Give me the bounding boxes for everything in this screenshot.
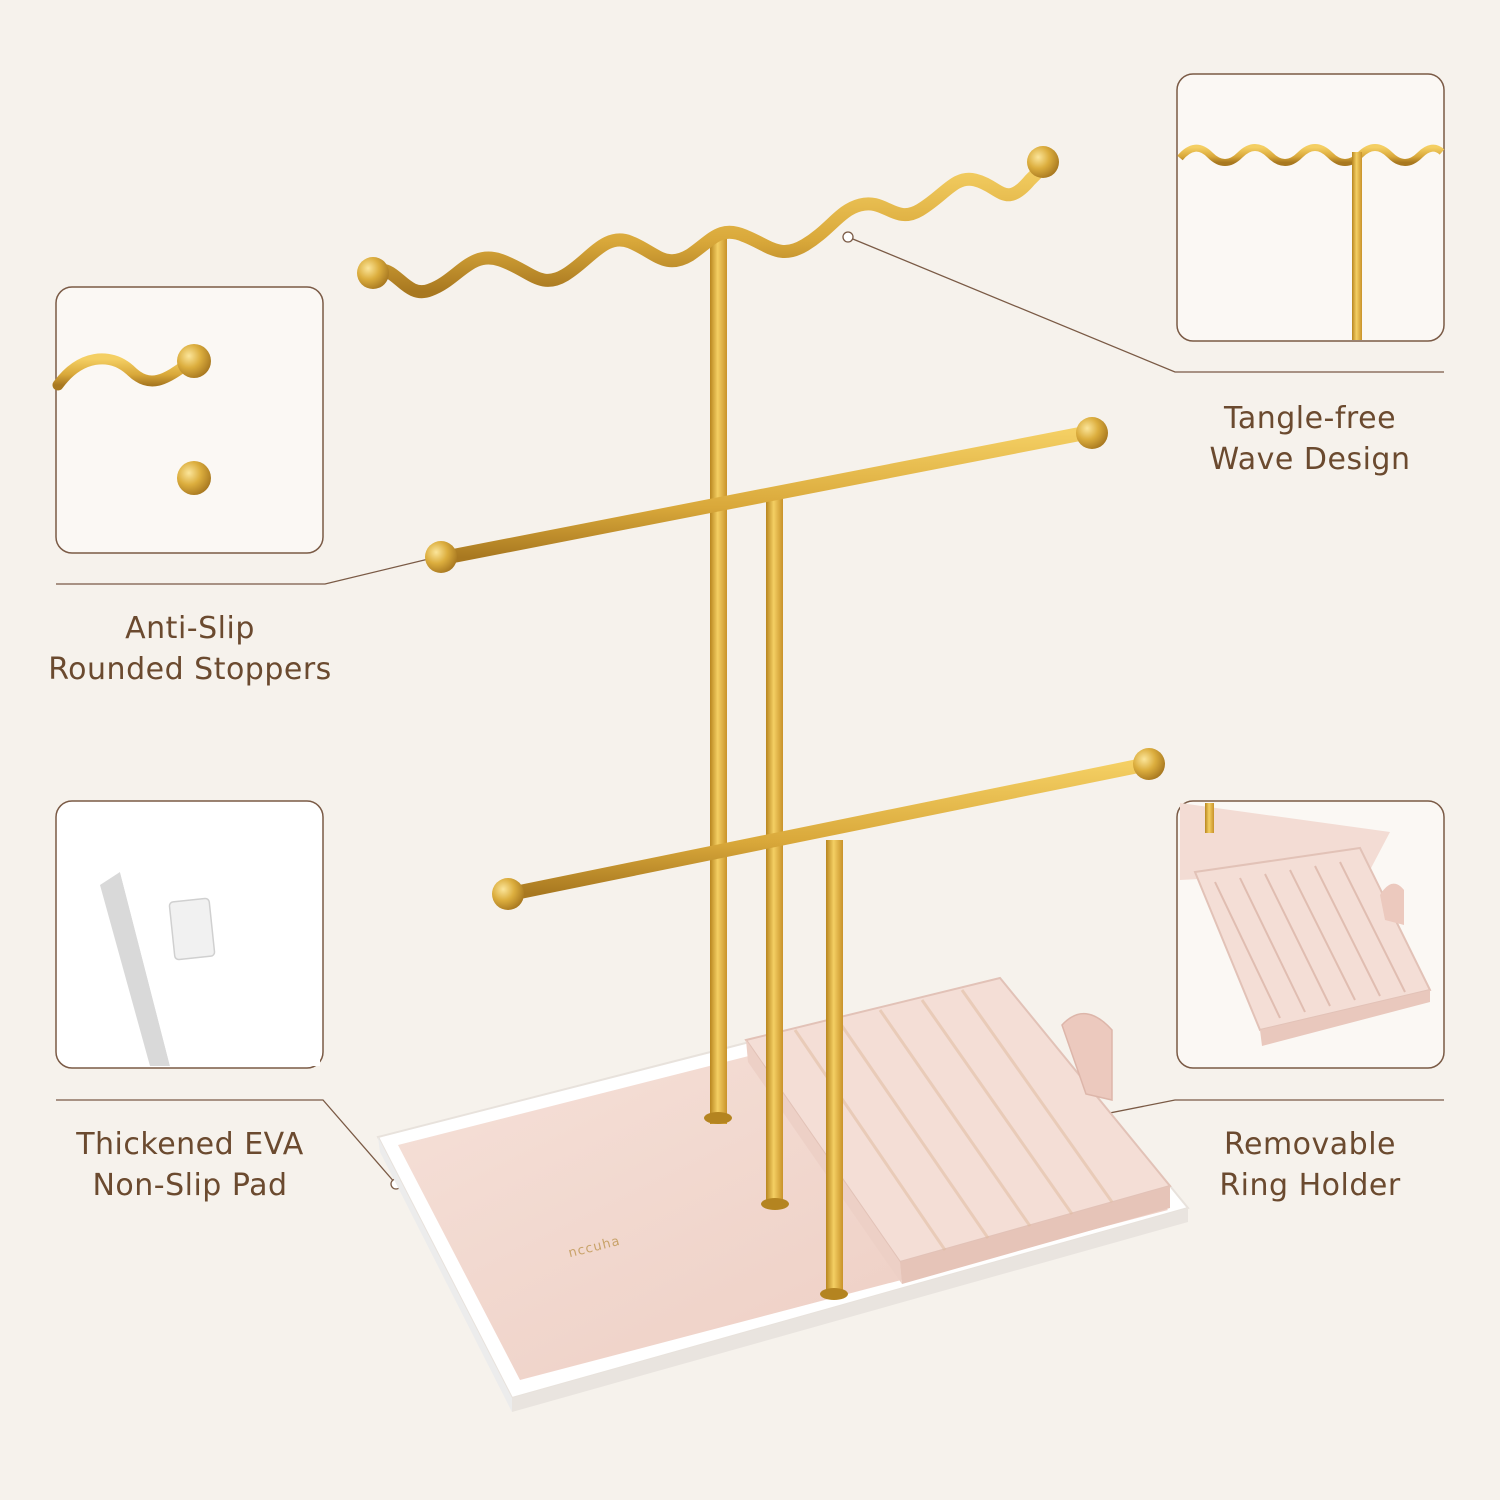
callout-eva-pad: Thickened EVA Non-Slip Pad <box>30 1124 350 1206</box>
callout-anti-slip-stoppers: Anti-Slip Rounded Stoppers <box>30 608 350 690</box>
callout-wave-design: Tangle-free Wave Design <box>1175 398 1445 480</box>
inset-wave <box>1176 73 1445 342</box>
callout-ring-holder: Removable Ring Holder <box>1175 1124 1445 1206</box>
callout-line: Thickened EVA <box>76 1127 304 1162</box>
gold-stand <box>357 146 1165 1300</box>
callout-line: Wave Design <box>1209 442 1411 477</box>
callout-line: Non-Slip Pad <box>92 1168 288 1203</box>
callout-line: Ring Holder <box>1219 1168 1401 1203</box>
callout-line: Rounded Stoppers <box>48 652 332 687</box>
inset-stoppers <box>52 286 324 554</box>
ring-holder <box>744 976 1172 1284</box>
callout-line: Anti-Slip <box>125 611 255 646</box>
callout-line: Removable <box>1223 1127 1396 1162</box>
callout-line: Tangle-free <box>1223 401 1397 436</box>
inset-ring-holder <box>1176 800 1445 1069</box>
inset-eva-pad <box>55 800 324 1069</box>
